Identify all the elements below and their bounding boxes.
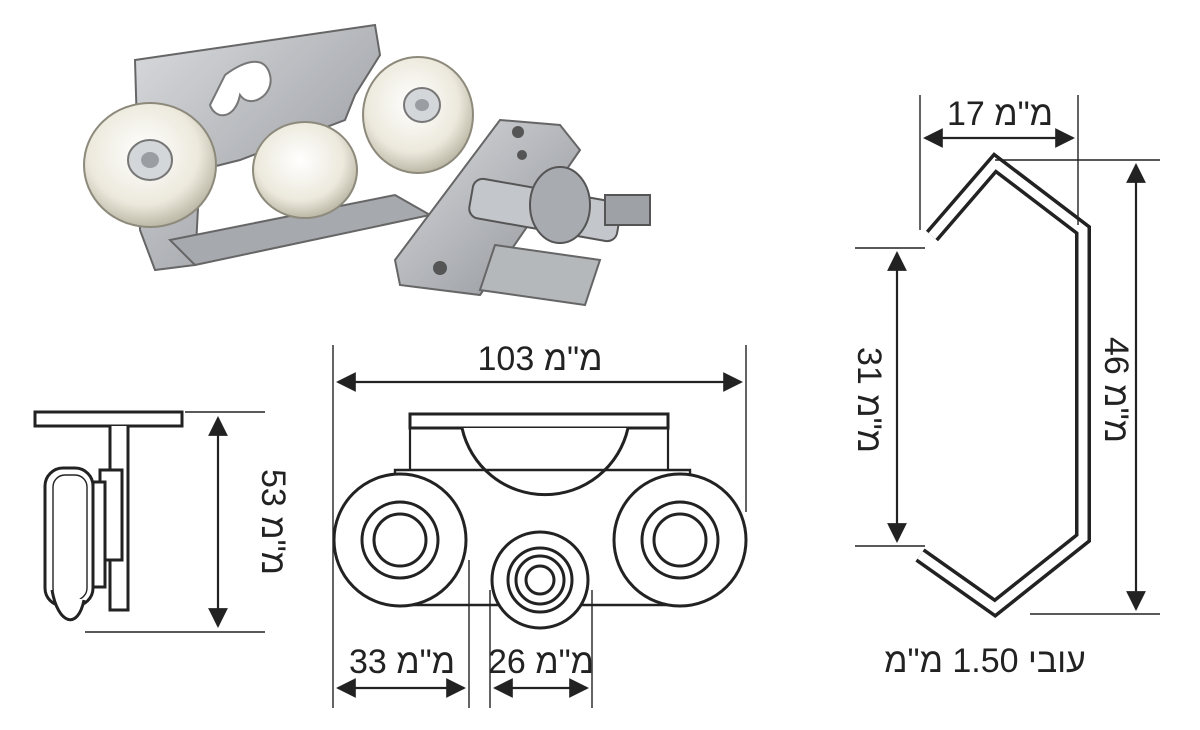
wheel-offset-label: 33 מ"מ bbox=[349, 643, 455, 681]
overall-width-label: 103 מ"מ bbox=[478, 340, 603, 378]
profile-opening-label: 31 מ"מ bbox=[850, 347, 888, 453]
center-wheel-label: 26 מ"מ bbox=[488, 643, 594, 681]
front-view-drawing bbox=[332, 345, 748, 708]
height-dimension-label: 53 מ"מ bbox=[254, 469, 292, 575]
thickness-label: עובי 1.50 מ"מ bbox=[884, 642, 1086, 680]
profile-height-label: 46 מ"מ bbox=[1097, 337, 1135, 443]
track-profile-drawing bbox=[855, 95, 1160, 618]
side-view-drawing bbox=[33, 410, 265, 633]
profile-top-width-label: 17 מ"מ bbox=[947, 95, 1053, 133]
product-photo bbox=[83, 23, 651, 307]
